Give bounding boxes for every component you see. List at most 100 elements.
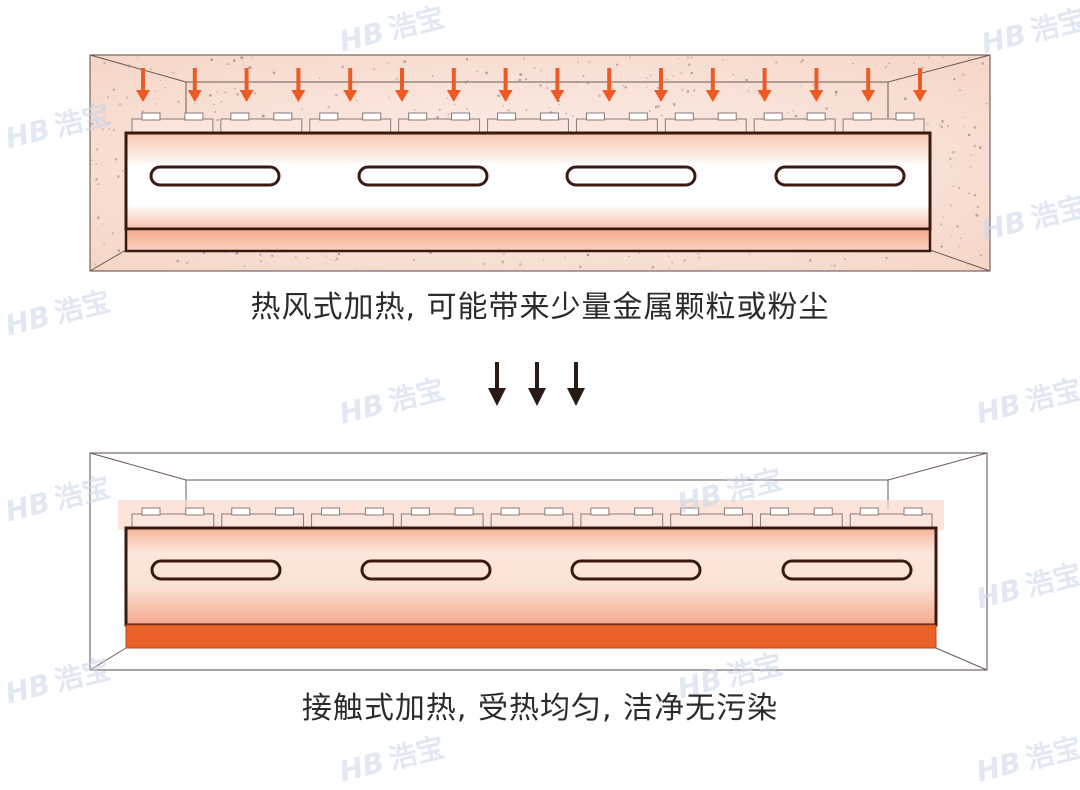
dust-particle: [251, 56, 254, 59]
dust-particle: [697, 253, 700, 255]
dust-particle: [413, 109, 416, 111]
dust-particle: [446, 97, 449, 99]
dust-particle: [171, 71, 175, 75]
dust-particle: [327, 105, 330, 109]
hot-air-arrowhead: [550, 90, 565, 102]
connector-tab-pin: [362, 112, 382, 121]
dust-particle: [575, 81, 578, 84]
contact-slot: [570, 559, 702, 581]
dust-particle: [962, 116, 964, 119]
dust-particle: [355, 268, 357, 270]
dust-particle: [968, 57, 970, 59]
dust-particle: [447, 113, 450, 116]
dust-particle: [540, 69, 543, 72]
contact-connector-tab-pin: [813, 507, 833, 516]
connector-tab: [131, 118, 214, 134]
dust-particle: [232, 59, 236, 62]
dust-particle: [967, 133, 971, 137]
dust-particle: [975, 213, 979, 217]
dust-particle: [722, 59, 725, 61]
dust-particle: [985, 102, 988, 105]
dust-particle: [466, 107, 469, 110]
connector-tab-pin: [141, 112, 161, 121]
chamber-inner-frame: [185, 81, 889, 118]
contact-connector-tab: [490, 513, 574, 529]
dust-particle: [107, 96, 110, 99]
dust-particle: [271, 254, 274, 257]
contact-slot: [360, 559, 492, 581]
dust-particle: [518, 78, 522, 82]
contact-corner-line-br: [935, 647, 988, 671]
hot-air-arrowhead: [498, 90, 513, 102]
chamber-corner-line-bl: [89, 249, 127, 272]
dust-particle: [497, 94, 501, 98]
dust-particle: [476, 70, 478, 72]
dust-particle: [686, 90, 690, 93]
chamber-corner-line-tl: [89, 54, 187, 83]
hot-air-arrowhead: [136, 90, 150, 102]
contact-corner-line-bl: [89, 647, 127, 671]
dust-particle: [356, 99, 358, 102]
dust-particle: [964, 93, 967, 96]
dust-particle: [95, 178, 98, 181]
heating-comparison-diagram: [89, 54, 991, 671]
dust-particle: [654, 105, 658, 109]
dust-particle: [216, 90, 218, 93]
dust-particle: [683, 259, 686, 262]
dust-particle: [747, 90, 750, 92]
down-arrowhead: [488, 388, 506, 406]
dust-particle: [240, 56, 244, 59]
dust-particle: [318, 77, 321, 79]
dust-particle: [651, 265, 655, 269]
dust-particle: [966, 264, 969, 267]
dust-particle: [176, 259, 180, 263]
slot-row: [149, 165, 906, 187]
dust-particle: [672, 74, 675, 78]
dust-particle: [951, 165, 953, 167]
dust-particle: [958, 88, 962, 92]
dust-particle: [243, 265, 246, 267]
dust-particle: [927, 56, 930, 59]
dust-particle: [242, 64, 244, 66]
dust-particle: [96, 216, 100, 220]
dust-particle: [216, 118, 219, 122]
dust-particle: [833, 264, 836, 267]
hot-air-arrowhead: [757, 90, 772, 102]
dust-particle: [501, 260, 505, 264]
dust-particle: [154, 90, 156, 92]
dust-particle: [164, 86, 166, 89]
connector-tab: [575, 118, 658, 134]
dust-particle: [502, 105, 505, 107]
connector-tab-pin: [674, 112, 694, 121]
connector-tab: [842, 118, 925, 134]
dust-particle: [646, 77, 648, 79]
dust-particle: [792, 109, 795, 112]
dust-particle: [482, 262, 485, 266]
dust-particle: [236, 92, 240, 96]
dust-particle: [801, 59, 804, 62]
dust-particle: [226, 63, 229, 66]
hot-air-arrowhead: [602, 90, 617, 102]
dust-particle: [261, 114, 265, 118]
contact-connector-tab-pin: [859, 507, 879, 516]
dust-particle: [523, 58, 525, 60]
dust-particle: [952, 185, 955, 188]
dust-particle: [108, 121, 111, 124]
dust-particle: [485, 71, 488, 75]
dust-particle: [114, 157, 118, 161]
hot-air-arrow-row: [136, 68, 927, 102]
hot-air-arrowhead: [654, 90, 668, 102]
contact-connector-tab-pin: [590, 507, 610, 516]
contact-connector-tab-pin: [231, 507, 251, 516]
dust-particle: [519, 73, 523, 76]
dust-particle: [973, 126, 977, 129]
dust-particle: [248, 66, 252, 70]
dust-particle: [387, 62, 389, 64]
contact-slot-row: [150, 559, 913, 581]
dust-particle: [638, 251, 641, 254]
contact-connector-tab: [221, 513, 305, 529]
contact-part-body: [124, 526, 938, 627]
dust-particle: [112, 88, 116, 91]
contact-connector-tab-pin: [544, 507, 564, 516]
dust-particle: [502, 252, 506, 255]
